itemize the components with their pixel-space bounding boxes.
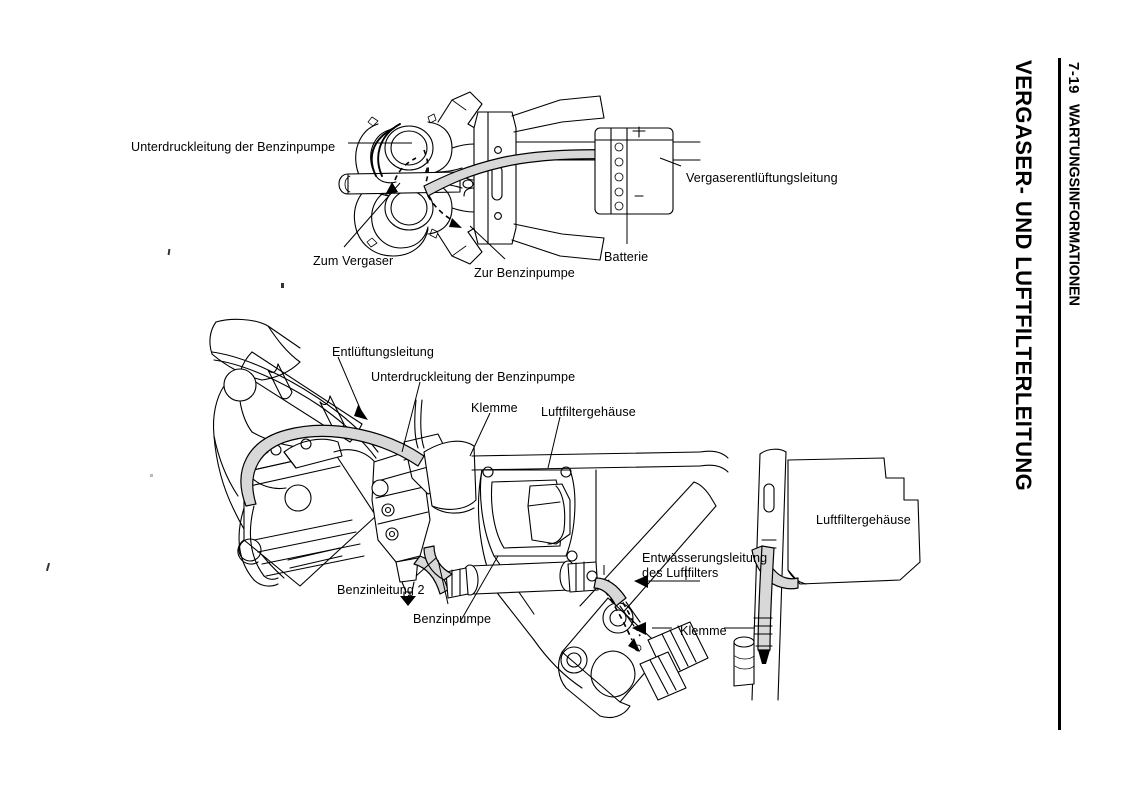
label-breather-line: Entlüftungsleitung bbox=[332, 345, 434, 359]
label-fuel-pump: Benzinpumpe bbox=[413, 612, 492, 626]
label-vacuum-line-fuel-pump-2: Unterdruckleitung der Benzinpumpe bbox=[371, 370, 576, 384]
label-to-fuel-pump: Zur Benzinpumpe bbox=[474, 266, 575, 280]
figure-top-view bbox=[338, 91, 701, 265]
scan-speck bbox=[281, 283, 284, 288]
label-air-filter-drain-line-line1: Entwässerungsleitung bbox=[642, 551, 768, 565]
label-vacuum-line-fuel-pump: Unterdruckleitung der Benzinpumpe bbox=[131, 140, 336, 154]
chapter-heading: VERGASER- UND LUFTFILTERLEITUNG bbox=[1011, 60, 1036, 492]
label-carburetor-vent-line: Vergaserentlüftungsleitung bbox=[686, 171, 838, 185]
label-battery: Batterie bbox=[604, 250, 649, 264]
label-air-filter-housing-2: Luftfiltergehäuse bbox=[816, 513, 911, 527]
scan-speck bbox=[150, 474, 153, 477]
label-to-carburetor: Zum Vergaser bbox=[313, 254, 394, 268]
label-air-filter-drain-line-line2: des Luftfilters bbox=[642, 565, 719, 580]
page-number: 7-19 bbox=[1065, 62, 1082, 95]
label-air-filter-housing-1: Luftfiltergehäuse bbox=[541, 405, 636, 419]
section-title: WARTUNGSINFORMATIONEN bbox=[1065, 104, 1082, 306]
scan-speck bbox=[167, 248, 171, 256]
header-rule bbox=[1058, 58, 1061, 730]
scan-speck bbox=[45, 562, 51, 572]
label-fuel-line-2: Benzinleitung 2 bbox=[337, 583, 425, 597]
label-clamp-1: Klemme bbox=[471, 401, 518, 415]
label-clamp-2: Klemme bbox=[680, 624, 727, 638]
label-air-filter-drain-line: Entwässerungsleitung des Luftfilters bbox=[642, 551, 792, 581]
